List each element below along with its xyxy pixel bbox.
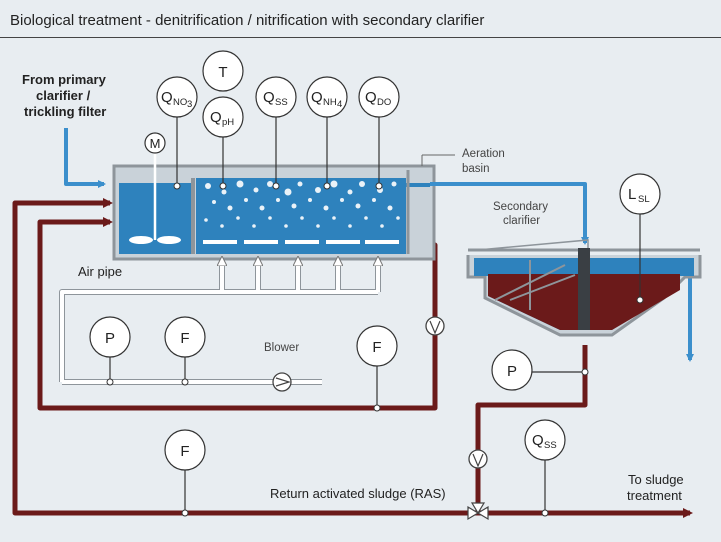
aeration-label-line2: basin xyxy=(462,163,490,175)
inlet-flow xyxy=(64,128,106,188)
instrument-q-ss-ras: Q SS xyxy=(524,419,566,517)
instrument-q-no3: Q NO 3 xyxy=(156,76,198,190)
secondary-clarifier xyxy=(466,239,702,337)
instrument-l-sl: L SL xyxy=(619,173,661,304)
ras-valve xyxy=(467,502,489,521)
f-air-main: F xyxy=(180,330,189,347)
q-ss-ras-main: Q xyxy=(532,432,544,449)
q-no3-sub2: 3 xyxy=(187,99,192,110)
diagram-title: Biological treatment - denitrification /… xyxy=(10,12,485,29)
sludge-label-line1: To sludge xyxy=(628,472,684,487)
instrument-q-nh4: Q NH 4 xyxy=(306,76,348,190)
motor-label: M xyxy=(150,136,161,151)
q-ss-top-sub: SS xyxy=(275,97,288,108)
instrument-p-ras: P xyxy=(491,349,589,391)
inlet-label-line3: trickling filter xyxy=(24,104,106,119)
f-recycle-main: F xyxy=(372,339,381,356)
blower-label: Blower xyxy=(264,342,299,354)
q-do-sub: DO xyxy=(377,97,391,108)
mixer xyxy=(129,152,181,244)
instrument-p-air: P xyxy=(89,316,131,386)
q-ph-main: Q xyxy=(210,109,222,126)
f-ras-main: F xyxy=(180,443,189,460)
q-ss-ras-sub: SS xyxy=(544,440,557,451)
q-ss-top-main: Q xyxy=(263,89,275,106)
q-nh4-sub: NH xyxy=(323,97,337,108)
title-rule xyxy=(0,37,721,38)
clarifier-label-line2: clarifier xyxy=(503,215,540,227)
q-nh4-main: Q xyxy=(311,89,323,106)
recycle-pump xyxy=(425,316,445,336)
motor-instrument: M xyxy=(144,132,166,154)
labels: From primary clarifier / trickling filte… xyxy=(22,72,684,503)
q-no3-sub: NO xyxy=(173,97,187,108)
inlet-label-line2: clarifier / xyxy=(36,88,91,103)
instrument-f-air: F xyxy=(164,316,206,386)
p-air-main: P xyxy=(105,330,115,347)
aeration-label-line1: Aeration xyxy=(462,148,505,160)
ras-label: Return activated sludge (RAS) xyxy=(270,486,446,501)
ras-pump xyxy=(468,449,488,469)
inlet-label-line1: From primary xyxy=(22,72,107,87)
instrument-q-ph: Q pH xyxy=(202,96,244,190)
l-sl-main: L xyxy=(628,186,636,203)
instrument-t: T xyxy=(202,50,244,92)
instrument-f-recycle: F xyxy=(356,325,398,412)
instrument-q-ss-top: Q SS xyxy=(255,76,297,190)
q-nh4-sub2: 4 xyxy=(337,99,342,110)
ras-main-line xyxy=(475,345,693,518)
q-ph-sub: pH xyxy=(222,117,234,128)
water-flow-lines xyxy=(64,128,694,362)
instrument-f-ras: F xyxy=(164,429,206,517)
diffusers xyxy=(203,240,399,244)
blower xyxy=(272,372,292,392)
q-do-main: Q xyxy=(365,89,377,106)
aeration-bubbles xyxy=(173,180,400,228)
sludge-label-line2: treatment xyxy=(627,488,682,503)
ras-return-line xyxy=(12,198,478,516)
basin-to-clarifier-flow xyxy=(430,182,589,245)
air-pipe-label: Air pipe xyxy=(78,264,122,279)
p-ras-main: P xyxy=(507,363,517,380)
aeration-basin xyxy=(112,164,436,261)
clarifier-label-line1: Secondary xyxy=(493,201,548,213)
t-main: T xyxy=(218,64,227,81)
instrument-q-do: Q DO xyxy=(358,76,400,190)
q-no3-main: Q xyxy=(161,89,173,106)
l-sl-sub: SL xyxy=(638,194,650,205)
